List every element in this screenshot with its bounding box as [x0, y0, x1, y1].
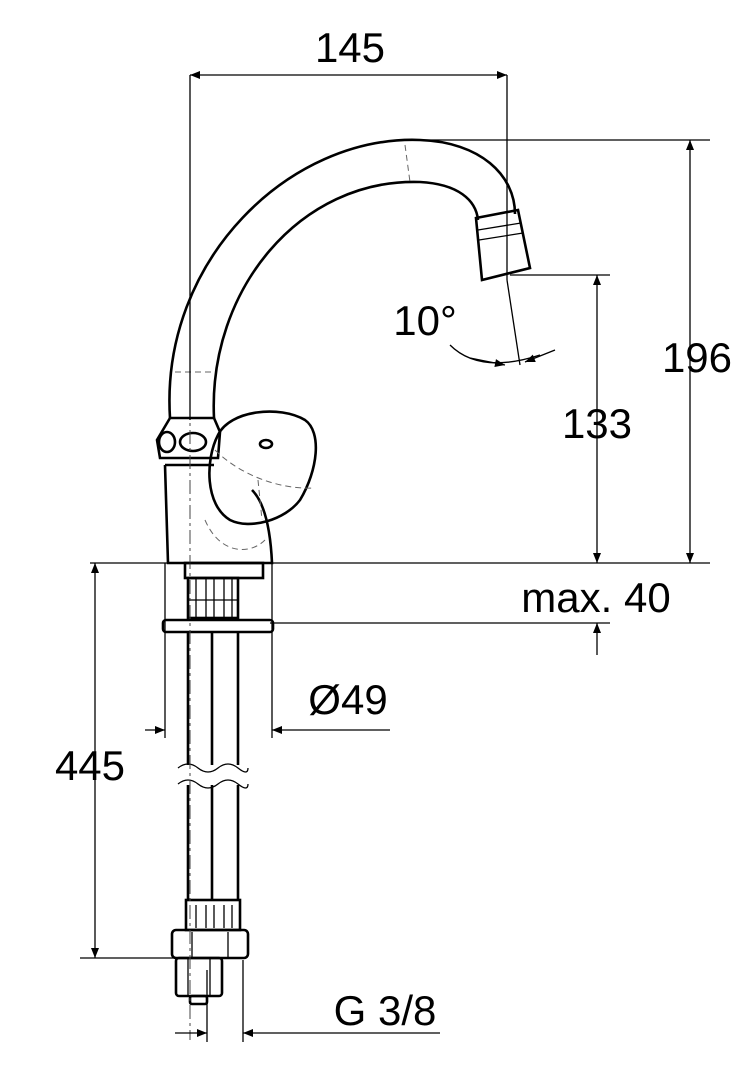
- base-flange: [183, 561, 265, 580]
- total-height-label: 196: [662, 334, 732, 381]
- break-mark: [177, 763, 249, 789]
- mixer-body: [163, 463, 274, 565]
- faucet: [155, 80, 532, 1040]
- spout-outer: [168, 138, 517, 419]
- spout-height-label: 133: [562, 400, 632, 447]
- spout-aerator: [474, 208, 532, 282]
- spout-angle-label: 10°: [393, 297, 457, 344]
- dimension-lines: [80, 71, 710, 1042]
- hose-left: [186, 632, 240, 900]
- spout-reach-label: 145: [315, 24, 385, 71]
- mounting-plate: [161, 618, 275, 634]
- max-mount-thickness-label: max. 40: [521, 574, 670, 621]
- base-diameter-label: Ø49: [308, 676, 387, 723]
- connection-nut: [170, 928, 250, 960]
- spout-inner: [212, 180, 480, 419]
- hose-length-label: 445: [55, 742, 125, 789]
- union-nut: [155, 416, 222, 460]
- lever-handle: [208, 410, 318, 526]
- thread-label: G 3/8: [334, 987, 437, 1034]
